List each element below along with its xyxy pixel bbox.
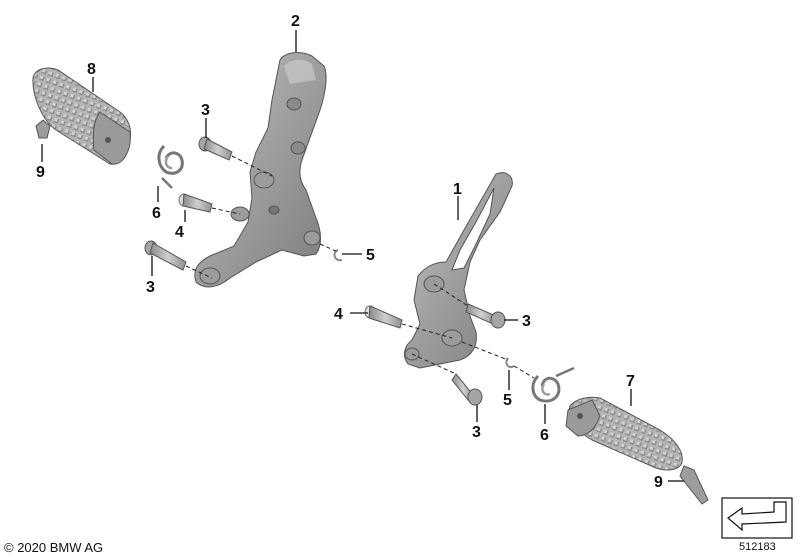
circlip-5a [333,249,343,262]
callout-1: 1 [453,181,462,198]
callout-7: 7 [626,373,635,390]
callout-9a: 9 [36,164,45,181]
callout-8: 8 [87,61,96,78]
callout-4b: 4 [334,306,343,323]
callout-2: 2 [291,13,300,30]
bracket-right [404,172,513,369]
pin-4b [364,305,403,329]
bolt-3a [198,136,233,161]
callout-6b: 6 [540,427,549,444]
circlip-5b [505,357,515,368]
bolt-3d [451,373,483,406]
spring-6b [531,366,575,403]
assembly-lines [185,155,535,379]
spring-6a [157,144,184,189]
footpeg-left [32,67,131,165]
leader-lines [41,30,684,482]
bolt-3c [465,303,506,329]
callout-5a: 5 [366,247,375,264]
orientation-arrow-icon [721,497,793,539]
callout-5b: 5 [503,392,512,409]
callout-3a: 3 [201,102,210,119]
bolt-3b [144,240,187,271]
callout-4a: 4 [175,224,184,241]
callout-9b: 9 [654,474,663,491]
footpeg-right [565,396,683,471]
callout-3c: 3 [522,313,531,330]
callout-3b: 3 [146,279,155,296]
pin-4a [178,193,213,213]
diagram-number: 512183 [739,541,776,553]
callout-labels: 2 1 8 3 9 6 4 5 3 4 3 5 7 3 6 9 [36,13,663,491]
peg-tip-right [679,465,709,505]
copyright-notice: © 2020 BMW AG [4,540,104,555]
callout-3d: 3 [472,424,481,441]
peg-tip-left [35,119,51,139]
callout-6a: 6 [152,205,161,222]
